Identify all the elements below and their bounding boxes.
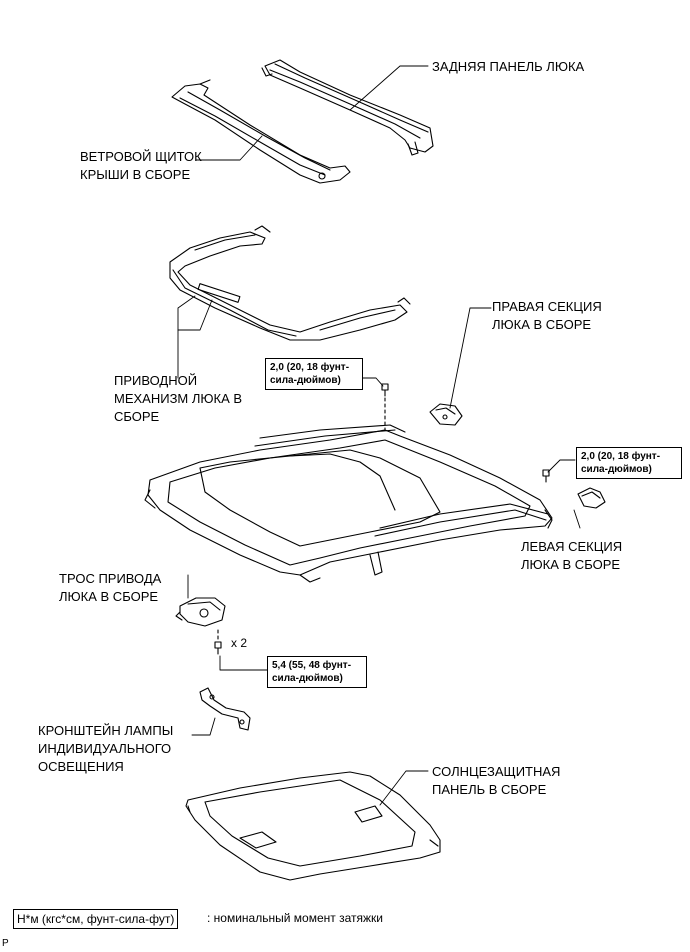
wind-deflector-part (171, 79, 351, 184)
torque-left-line1: 2,0 (20, 18 фунт- (581, 451, 661, 462)
torque-box-right: 2,0 (20, 18 фунт- сила-дюймов) (265, 358, 363, 390)
right-section-part (429, 403, 463, 426)
torque-motor-line2: сила-дюймов) (272, 673, 343, 684)
left-section-part (577, 487, 606, 509)
bolt-right (381, 383, 389, 431)
right-section-label-line1: ПРАВАЯ СЕКЦИЯ (492, 299, 602, 314)
torque-right-line2: сила-дюймов) (270, 375, 341, 386)
drive-mechanism-part (169, 225, 411, 341)
legend-description: : номинальный момент затяжки (207, 911, 383, 925)
lamp-bracket-label-line1: КРОНШТЕЙН ЛАМПЫ (38, 723, 174, 738)
lamp-bracket-label-line2: ИНДИВИДУАЛЬНОГО (38, 741, 172, 756)
lamp-bracket-part (199, 687, 251, 731)
sunshade-label-line1: СОЛНЦЕЗАЩИТНАЯ (432, 764, 561, 779)
bolt-quantity-label: x 2 (231, 636, 248, 650)
drive-cable-label-line1: ТРОС ПРИВОДА (59, 571, 162, 586)
bolt-motor (214, 629, 222, 655)
torque-left-line2: сила-дюймов) (581, 464, 652, 475)
corner-mark: P (2, 938, 9, 949)
sunshade-part (185, 771, 441, 881)
rear-panel-part (261, 59, 434, 156)
left-section-label-line2: ЛЮКА В СБОРЕ (521, 557, 621, 572)
left-section-label-line1: ЛЕВАЯ СЕКЦИЯ (521, 539, 623, 554)
sunshade-label-line2: ПАНЕЛЬ В СБОРЕ (432, 782, 547, 797)
sunroof-frame-part (144, 424, 553, 583)
wind-deflector-label-line1: ВЕТРОВОЙ ЩИТОК (80, 149, 202, 164)
lamp-bracket-label-line3: ОСВЕЩЕНИЯ (38, 759, 124, 774)
rear-panel-label: ЗАДНЯЯ ПАНЕЛЬ ЛЮКА (432, 59, 585, 74)
leader-lines (177, 65, 581, 806)
bolt-left (542, 469, 550, 483)
drive-mechanism-label-line1: ПРИВОДНОЙ (114, 373, 198, 388)
drive-cable-part (175, 597, 226, 627)
torque-right-line1: 2,0 (20, 18 фунт- (270, 362, 350, 373)
torque-box-left: 2,0 (20, 18 фунт- сила-дюймов) (576, 447, 682, 479)
right-section-label-line2: ЛЮКА В СБОРЕ (492, 317, 592, 332)
drive-mechanism-label-line2: МЕХАНИЗМ ЛЮКА В (114, 391, 243, 406)
torque-box-motor: 5,4 (55, 48 фунт- сила-дюймов) (267, 656, 367, 688)
drive-cable-label-line2: ЛЮКА В СБОРЕ (59, 589, 159, 604)
wind-deflector-label-line2: КРЫШИ В СБОРЕ (80, 167, 191, 182)
legend-units-box: Н*м (кгс*см, фунт-сила-фут) (13, 909, 179, 929)
drive-mechanism-label-line3: СБОРЕ (114, 409, 160, 424)
torque-motor-line1: 5,4 (55, 48 фунт- (272, 660, 352, 671)
